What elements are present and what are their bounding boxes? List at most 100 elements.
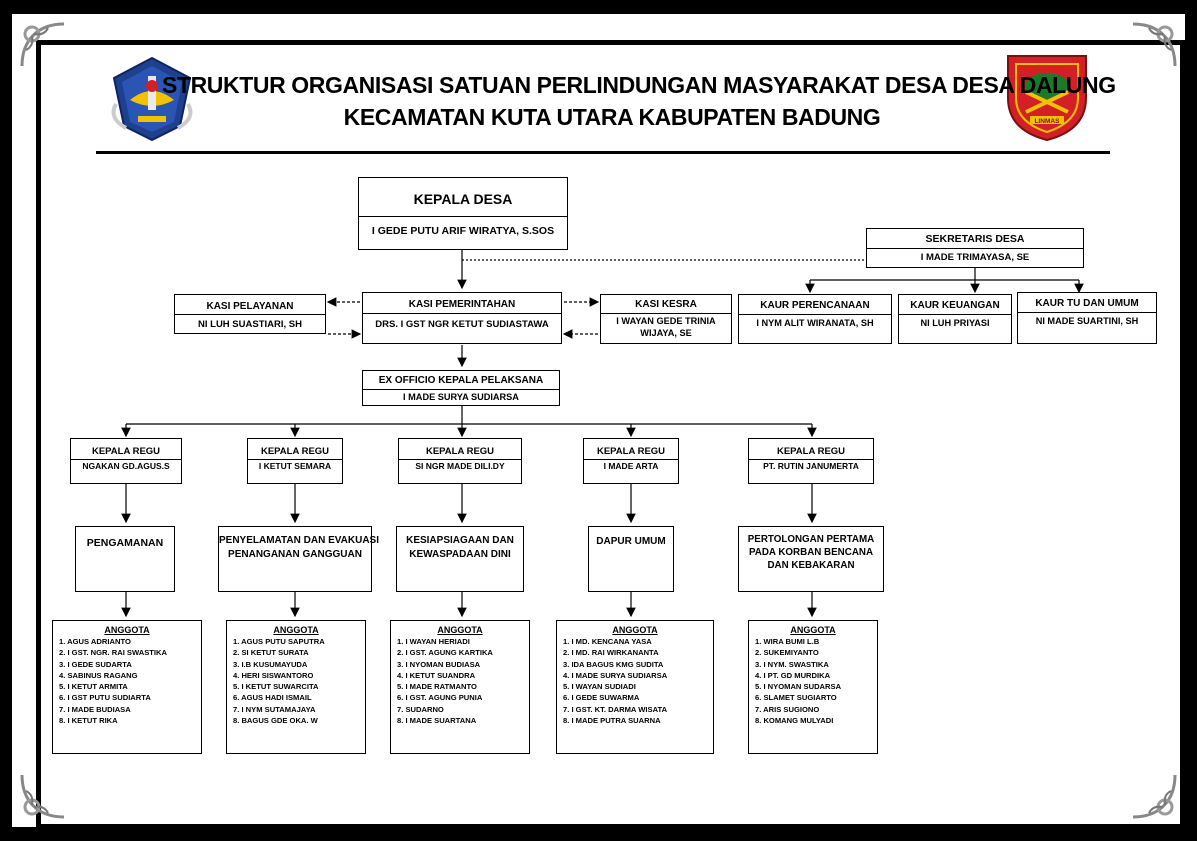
kaur-keuangan-title: KAUR KEUANGAN <box>910 300 1000 311</box>
kepala-regu-title: KEPALA REGU <box>596 446 666 457</box>
kepala-regu-name: I KETUT SEMARA <box>258 461 332 471</box>
anggota-item: 4. I PT. GD MURDIKA <box>755 670 831 680</box>
anggota-item: 2. I GST. AGUNG KARTIKA <box>397 648 493 658</box>
anggota-item: 3. I NYOMAN BUDIASA <box>397 659 481 669</box>
anggota-item: 4. I MADE SURYA SUDIARSA <box>563 670 668 680</box>
kaur-keuangan-box: KAUR KEUANGAN NI LUH PRIYASI <box>898 294 1012 344</box>
divider <box>899 314 1011 315</box>
anggota-item: 2. I MD. RAI WIRKANANTA <box>563 648 659 658</box>
anggota-item: 8. I MADE SUARTANA <box>397 716 477 726</box>
title-line-1: STRUKTUR ORGANISASI SATUAN PERLINDUNGAN … <box>162 72 1116 98</box>
kepala-regu-box: KEPALA REGU I KETUT SEMARA <box>247 438 343 484</box>
anggota-list: 1. AGUS PUTU SAPUTRA 2. SI KETUT SURATA … <box>233 636 325 726</box>
divider <box>739 314 891 315</box>
inner-border <box>36 40 1185 829</box>
unit-label: DAPUR UMUM <box>596 536 666 547</box>
anggota-box: ANGGOTA 1. I MD. KENCANA YASA 2. I MD. R… <box>556 620 714 754</box>
kasi-pemerintahan-title: KASI PEMERINTAHAN <box>408 299 516 310</box>
title-line-2: KECAMATAN KUTA UTARA KABUPATEN BADUNG <box>343 104 881 130</box>
anggota-item: 3. I.B KUSUMAYUDA <box>233 659 308 669</box>
kepala-regu-name: SI NGR MADE DILI.DY <box>415 461 505 471</box>
anggota-item: 8. BAGUS GDE OKA. W <box>233 716 318 726</box>
unit-box: DAPUR UMUM <box>588 526 674 592</box>
kasi-kesra-name-line1: I WAYAN GEDE TRINIA <box>616 316 716 326</box>
unit-label: PENANGANAN GANGGUAN <box>228 549 362 560</box>
anggota-item: 8. KOMANG MULYADI <box>755 716 834 726</box>
anggota-item: 5. I KETUT SUWARCITA <box>233 682 319 692</box>
anggota-box: ANGGOTA 1. AGUS PUTU SAPUTRA 2. SI KETUT… <box>226 620 366 754</box>
kepala-regu-title: KEPALA REGU <box>425 446 495 457</box>
anggota-item: 4. I KETUT SUANDRA <box>397 670 476 680</box>
anggota-item: 6. I GST. AGUNG PUNIA <box>397 693 483 703</box>
anggota-heading: ANGGOTA <box>790 625 836 635</box>
anggota-item: 5. I WAYAN SUDIADI <box>563 682 636 692</box>
anggota-heading: ANGGOTA <box>437 625 483 635</box>
divider <box>363 389 559 390</box>
anggota-list: 1. I MD. KENCANA YASA 2. I MD. RAI WIRKA… <box>563 636 667 726</box>
anggota-item: 6. SLAMET SUGIARTO <box>755 693 837 703</box>
anggota-item: 1. I WAYAN HERIADI <box>397 637 470 646</box>
kepala-regu-title: KEPALA REGU <box>260 446 330 457</box>
anggota-box: ANGGOTA 1. AGUS ADRIANTO 2. I GST. NGR. … <box>52 620 202 754</box>
ex-officio-name: I MADE SURYA SUDIARSA <box>403 392 519 402</box>
unit-box: KESIAPSIAGAAN DAN KEWASPADAAN DINI <box>396 526 524 592</box>
unit-label: KESIAPSIAGAAN DAN <box>406 535 514 546</box>
sekretaris-name: I MADE TRIMAYASA, SE <box>920 252 1030 263</box>
title-underline <box>96 151 1110 154</box>
kaur-keuangan-name: NI LUH PRIYASI <box>920 318 990 328</box>
unit-box: PENGAMANAN <box>75 526 175 592</box>
kaur-perencanaan-box: KAUR PERENCANAAN I NYM ALIT WIRANATA, SH <box>738 294 892 344</box>
kasi-pelayanan-title: KASI PELAYANAN <box>206 301 294 312</box>
anggota-item: 3. IDA BAGUS KMG SUDITA <box>563 659 664 669</box>
anggota-item: 4. SABINUS RAGANG <box>59 670 138 680</box>
kepala-regu-box: KEPALA REGU SI NGR MADE DILI.DY <box>398 438 522 484</box>
kepala-regu-name: I MADE ARTA <box>603 461 659 471</box>
anggota-list: 1. I WAYAN HERIADI 2. I GST. AGUNG KARTI… <box>397 636 493 726</box>
anggota-item: 2. SI KETUT SURATA <box>233 648 309 658</box>
anggota-item: 5. I MADE RATMANTO <box>397 682 477 692</box>
kaur-tu-title: KAUR TU DAN UMUM <box>1035 298 1139 309</box>
kaur-tu-umum-box: KAUR TU DAN UMUM NI MADE SUARTINI, SH <box>1017 292 1157 344</box>
anggota-item: 8. I KETUT RIKA <box>59 716 118 726</box>
kepala-regu-box: KEPALA REGU I MADE ARTA <box>583 438 679 484</box>
linmas-emblem-icon: LINMAS <box>1007 55 1087 142</box>
ornament-corner-icon <box>1132 22 1177 67</box>
kasi-pelayanan-name: NI LUH SUASTIARI, SH <box>198 319 302 330</box>
anggota-item: 3. I GEDE SUDARTA <box>59 659 132 669</box>
divider <box>363 313 561 314</box>
ornament-corner-icon <box>20 774 65 819</box>
unit-label: KEWASPADAAN DINI <box>409 549 511 560</box>
anggota-box: ANGGOTA 1. WIRA BUMI L.B 2. SUKEMIYANTO … <box>748 620 878 754</box>
unit-label: DAN KEBAKARAN <box>767 560 855 571</box>
anggota-item: 5. I NYOMAN SUDARSA <box>755 682 842 692</box>
divider <box>601 313 731 314</box>
kaur-perencanaan-name: I NYM ALIT WIRANATA, SH <box>756 318 874 328</box>
anggota-list: 1. WIRA BUMI L.B 2. SUKEMIYANTO 3. I NYM… <box>755 636 841 726</box>
kasi-pemerintahan-box: KASI PEMERINTAHAN DRS. I GST NGR KETUT S… <box>362 292 562 344</box>
badung-regency-emblem-icon <box>111 56 193 142</box>
unit-box: PERTOLONGAN PERTAMA PADA KORBAN BENCANA … <box>738 526 884 592</box>
anggota-item: 6. I GST PUTU SUDIARTA <box>59 693 151 703</box>
anggota-item: 1. AGUS PUTU SAPUTRA <box>233 637 325 646</box>
kepala-regu-title: KEPALA REGU <box>776 446 846 457</box>
kasi-kesra-title: KASI KESRA <box>635 299 697 310</box>
anggota-item: 1. I MD. KENCANA YASA <box>563 637 652 646</box>
divider <box>175 314 325 315</box>
kepala-regu-name: NGAKAN GD.AGUS.S <box>82 461 170 471</box>
anggota-heading: ANGGOTA <box>104 625 150 635</box>
kepala-regu-box: KEPALA REGU PT. RUTIN JANUMERTA <box>748 438 874 484</box>
anggota-item: 8. I MADE PUTRA SUARNA <box>563 716 661 726</box>
divider <box>1018 312 1156 313</box>
sekretaris-title: SEKRETARIS DESA <box>925 233 1025 245</box>
ornament-corner-icon <box>1132 774 1177 819</box>
divider <box>584 459 678 460</box>
anggota-item: 7. ARIS SUGIONO <box>755 704 820 714</box>
anggota-item: 1. AGUS ADRIANTO <box>59 637 131 646</box>
anggota-item: 7. SUDARNO <box>397 704 444 714</box>
kepala-desa-box: KEPALA DESA I GEDE PUTU ARIF WIRATYA, S.… <box>358 177 568 250</box>
kepala-regu-name: PT. RUTIN JANUMERTA <box>763 461 859 471</box>
anggota-heading: ANGGOTA <box>273 625 319 635</box>
anggota-item: 2. SUKEMIYANTO <box>755 648 819 658</box>
anggota-list: 1. AGUS ADRIANTO 2. I GST. NGR. RAI SWAS… <box>59 636 167 726</box>
